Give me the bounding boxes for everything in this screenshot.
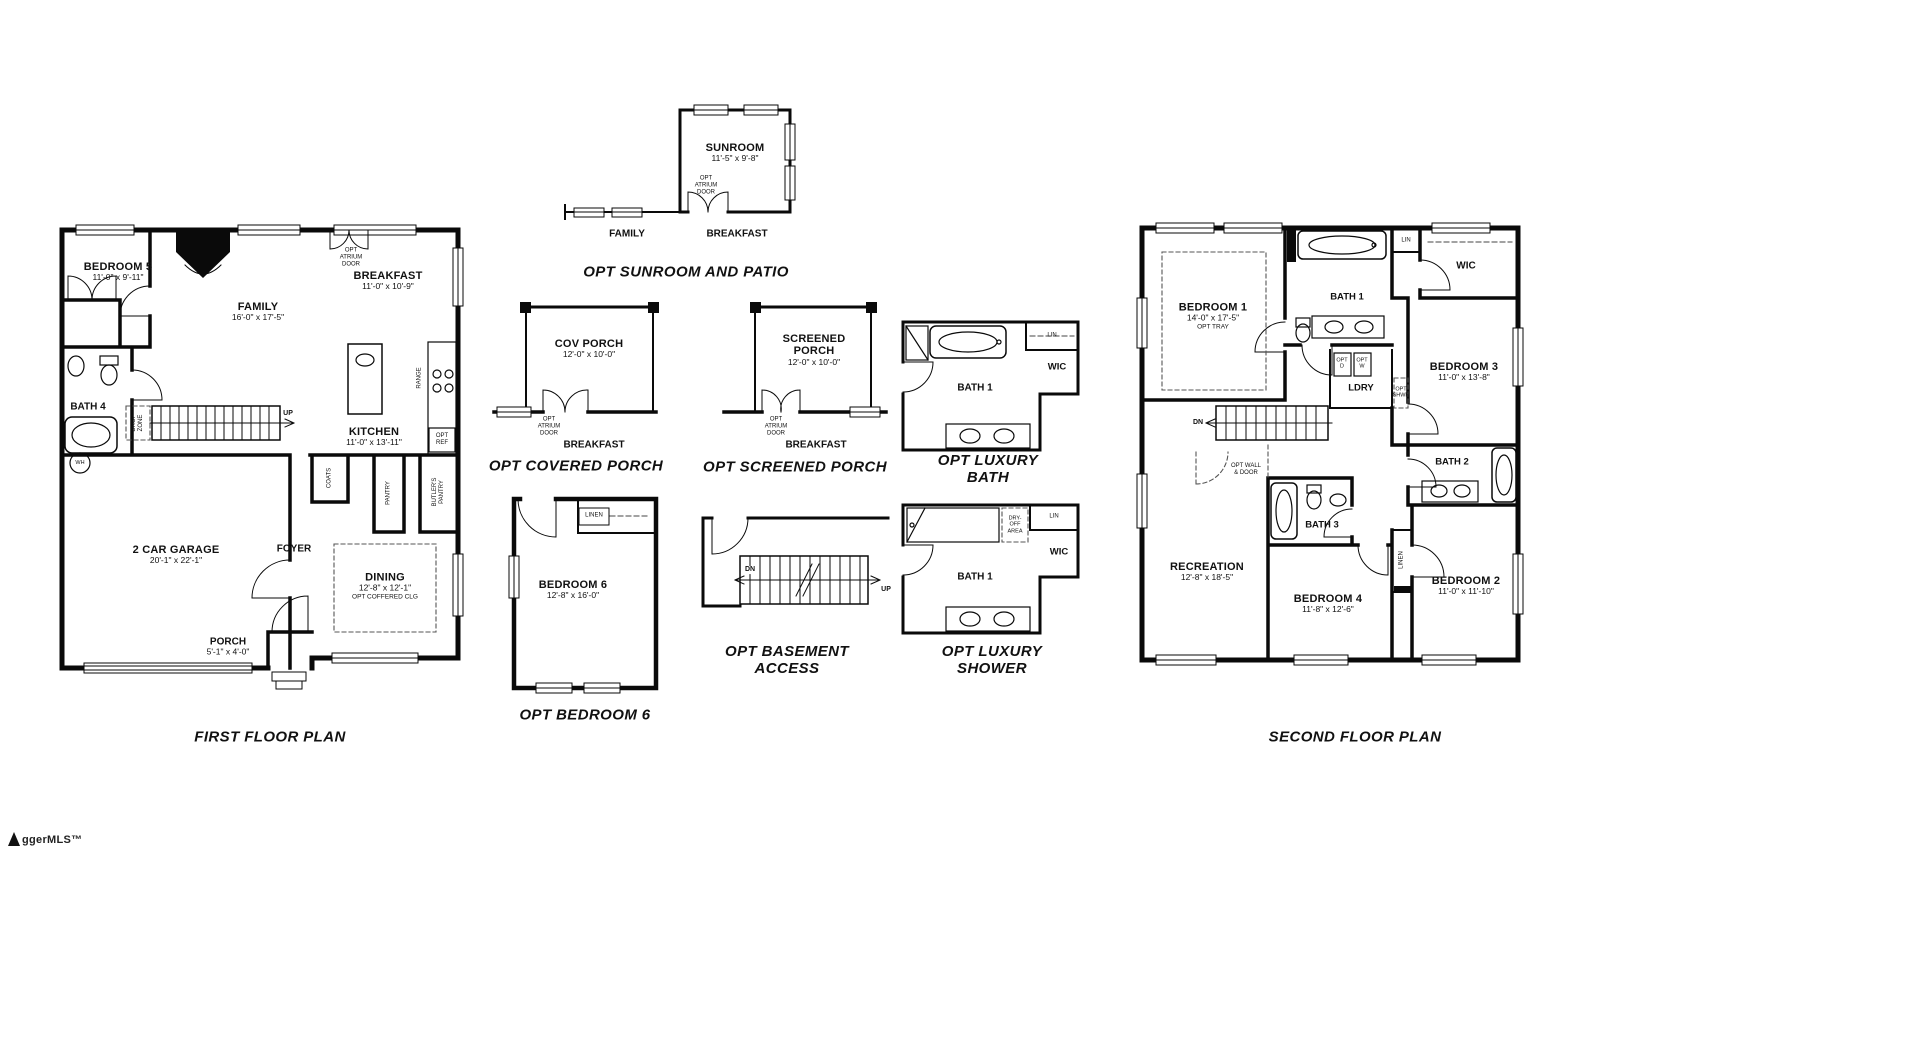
room-label-bath2: BATH 2: [1435, 456, 1469, 468]
label-lin-second: LIN: [1401, 237, 1411, 244]
label-breakfast-sunroom: BREAKFAST: [706, 228, 768, 240]
label-pantry: PANTRY: [385, 481, 392, 505]
label-range: RANGE: [416, 367, 423, 389]
first-floor-caption: FIRST FLOOR PLAN: [194, 728, 346, 746]
label-wic-luxury-shower: WIC: [1049, 546, 1069, 558]
second-floor-walls: [1136, 222, 1524, 666]
luxury-bath-caption: OPT LUXURY BATH: [937, 452, 1039, 486]
covered-porch-option-walls: [492, 302, 659, 418]
room-label-bath4: BATH 4: [70, 401, 106, 413]
watermark-logo-icon: [8, 832, 20, 846]
label-family-sunroom: FAMILY: [609, 228, 645, 240]
bedroom6-option-walls: [508, 496, 659, 694]
label-breakfast-cov-porch: BREAKFAST: [563, 439, 625, 451]
label-opt-ref: OPT REF: [435, 433, 449, 446]
label-drop-zone: DROP ZONE: [131, 414, 144, 432]
label-wic-luxury-bath: WIC: [1047, 361, 1067, 373]
screened-porch-caption: OPT SCREENED PORCH: [703, 458, 887, 476]
bedroom6-caption: OPT BEDROOM 6: [519, 706, 651, 724]
note-atrium-door-first-floor: OPT ATRIUM DOOR: [339, 247, 363, 268]
label-basement-up: UP: [881, 586, 891, 594]
label-lin-luxury-bath: LIN: [1047, 332, 1057, 339]
label-stairs-dn-second: DN: [1191, 419, 1205, 427]
second-floor-caption: SECOND FLOOR PLAN: [1268, 728, 1442, 746]
room-label-wic-second: WIC: [1456, 260, 1476, 272]
room-label-bath3: BATH 3: [1305, 519, 1339, 531]
watermark-text: ggerMLS™: [22, 834, 83, 846]
label-opt-dryer: OPT D: [1336, 357, 1348, 370]
screened-porch-option-walls: [722, 302, 888, 418]
basement-access-option-walls: [701, 516, 890, 608]
room-label-ldry: LDRY: [1348, 382, 1374, 394]
label-basement-dn: DN: [743, 566, 757, 574]
note-atrium-door-cov-porch: OPT ATRIUM DOOR: [537, 416, 561, 437]
label-dry-off-area: DRY- OFF AREA: [1007, 515, 1023, 535]
luxury-shower-option-walls: [901, 503, 1080, 635]
basement-access-caption: OPT BASEMENT ACCESS: [725, 643, 849, 677]
note-atrium-door-sunroom: OPT ATRIUM DOOR: [694, 175, 718, 196]
luxury-bath-option-walls: [901, 320, 1080, 452]
note-atrium-door-screened-porch: OPT ATRIUM DOOR: [764, 416, 788, 437]
first-floor-walls: [59, 224, 464, 690]
label-linen-bedroom6: LINEN: [585, 512, 603, 519]
label-opt-shwr: OPT SHWR: [1392, 386, 1410, 399]
label-coats: COATS: [326, 467, 333, 489]
label-opt-washer: OPT W: [1356, 357, 1368, 370]
sunroom-option-caption: OPT SUNROOM AND PATIO: [583, 263, 789, 281]
label-butlers-pantry: BUTLER'S PANTRY: [432, 477, 445, 507]
sunroom-option-walls: [564, 104, 796, 220]
label-linen-second: LINEN: [1398, 551, 1405, 569]
label-lin-luxury-shower: LIN: [1049, 513, 1059, 520]
label-water-heater: WH: [75, 459, 85, 466]
label-bath1-luxury-bath: BATH 1: [957, 382, 993, 394]
room-label-bath1-second: BATH 1: [1330, 291, 1364, 303]
covered-porch-caption: OPT COVERED PORCH: [488, 457, 664, 475]
label-opt-wall-door: OPT WALL & DOOR: [1230, 463, 1262, 476]
room-label-foyer: FOYER: [276, 543, 312, 555]
luxury-shower-caption: OPT LUXURY SHOWER: [941, 643, 1043, 677]
label-bath1-luxury-shower: BATH 1: [957, 571, 993, 583]
watermark: ggerMLS™: [8, 832, 82, 846]
label-stairs-up-first-floor: UP: [282, 410, 294, 418]
label-breakfast-screened-porch: BREAKFAST: [785, 439, 847, 451]
